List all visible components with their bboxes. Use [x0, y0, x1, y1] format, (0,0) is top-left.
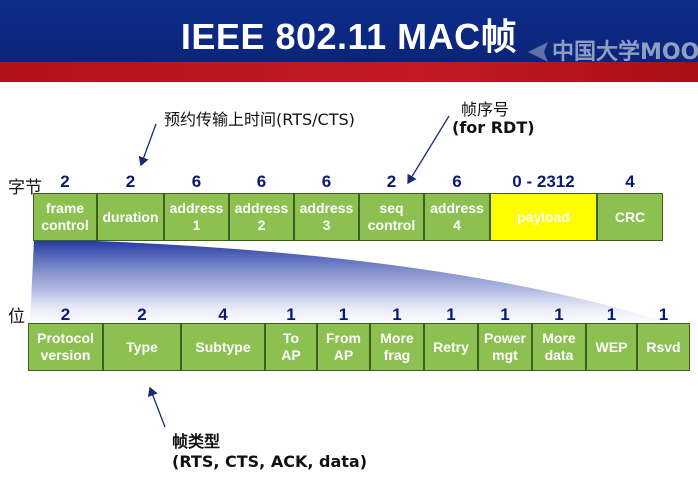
control-row-size-10: 1 — [658, 305, 669, 324]
frame-row-size-0: 2 — [60, 172, 70, 191]
control-row-size-3: 1 — [286, 305, 296, 324]
field-label-line: address — [430, 200, 484, 216]
field-label-line: Protocol — [37, 330, 94, 346]
seq-arrow — [407, 115, 450, 185]
field-label-line: mgt — [492, 347, 518, 363]
field-label-line: Retry — [433, 338, 469, 355]
field-label-line: version — [40, 347, 91, 363]
field-label-line: frag — [383, 347, 411, 363]
frame-row-size-1: 2 — [125, 172, 136, 191]
field-label-line: More — [542, 330, 576, 346]
frame-row-size-5: 2 — [386, 172, 397, 191]
slide-title: IEEE 802.11 MAC帧 — [180, 16, 518, 57]
watermark-text: 中国大学MOOC — [552, 40, 698, 65]
field-label-line: address — [169, 200, 224, 216]
field-label-line: To — [282, 330, 300, 346]
field-label-line: 2 — [257, 217, 266, 233]
frame-row-size-2: 6 — [191, 172, 202, 191]
control-row-size-2: 4 — [218, 305, 228, 324]
control-row-size-7: 1 — [500, 305, 510, 324]
frame-row-size-4: 6 — [321, 172, 332, 191]
field-label-line: address — [234, 200, 289, 216]
control-row-field-9: WEP — [586, 323, 637, 371]
field-label-line: payload — [517, 208, 570, 225]
control-row-field-6: Retry — [424, 323, 478, 371]
field-label-line: Type — [126, 338, 158, 355]
control-row-size-0: 2 — [60, 305, 71, 324]
field-label-line: address — [299, 200, 354, 216]
slide-header: IEEE 802.11 MAC帧 — [0, 0, 698, 62]
frame-row-field-8: CRC — [597, 193, 663, 241]
control-row-size-9: 1 — [606, 305, 617, 324]
field-label-line: More — [380, 330, 414, 346]
control-row-field-2: Subtype — [181, 323, 265, 371]
field-label-line: frame — [45, 200, 85, 216]
field-label-line: AP — [281, 347, 301, 363]
field-label-line: 1 — [192, 217, 201, 233]
control-row-size-1: 2 — [137, 305, 147, 324]
type-arrow — [147, 386, 166, 428]
field-label-line: seq — [379, 200, 404, 216]
field-label-line: AP — [333, 347, 354, 363]
field-label-line: From — [326, 330, 361, 346]
field-label-line: control — [367, 217, 416, 233]
control-row-size-8: 1 — [554, 305, 564, 324]
seq-annotation-detail: (for RDT) — [452, 118, 535, 137]
duration-annotation: 预约传输上时间(RTS/CTS) — [164, 110, 355, 129]
field-label-line: WEP — [595, 338, 628, 355]
field-label-line: data — [544, 347, 574, 363]
type-annotation-detail: (RTS, CTS, ACK, data) — [172, 452, 368, 471]
field-label-line: control — [41, 217, 89, 233]
expansion-fan — [30, 241, 666, 322]
field-label-line: Rsvd — [646, 338, 681, 355]
field-label-line: 3 — [322, 217, 331, 233]
frame-row-size-6: 6 — [452, 172, 462, 191]
frame-row-field-1: duration — [97, 193, 164, 241]
control-row-field-10: Rsvd — [637, 323, 690, 371]
field-label-line: Subtype — [195, 338, 251, 355]
field-label-line: CRC — [614, 208, 646, 225]
duration-arrow — [138, 123, 157, 167]
bit-unit-label: 位 — [8, 307, 25, 327]
field-label-line: duration — [102, 208, 159, 225]
control-row-size-6: 1 — [446, 305, 456, 324]
control-row-size-5: 1 — [392, 305, 402, 324]
control-row-size-4: 1 — [338, 305, 349, 324]
mooc-watermark: 中国大学MOOC — [528, 34, 698, 65]
type-annotation-title: 帧类型 — [172, 432, 221, 451]
frame-row-field-7: payload — [490, 193, 597, 241]
seq-annotation-title: 帧序号 — [461, 100, 510, 119]
header-red-bar — [0, 62, 698, 82]
frame-row-size-8: 4 — [625, 172, 635, 191]
field-label-line: 4 — [453, 217, 461, 233]
frame-row-size-3: 6 — [256, 172, 267, 191]
control-row-field-1: Type — [103, 323, 181, 371]
field-label-line: Power — [483, 330, 526, 346]
frame-row-size-7: 0 - 2312 — [512, 172, 575, 191]
